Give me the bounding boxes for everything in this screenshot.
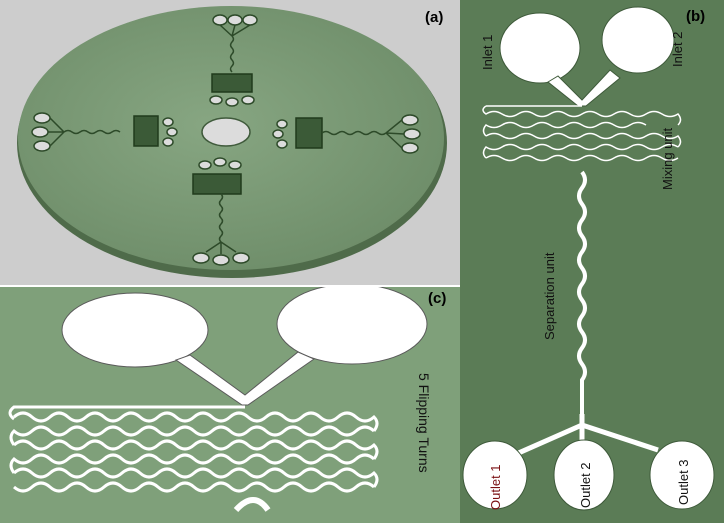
inlet-junction [174,351,316,406]
chip-layout-illustration [462,6,715,511]
inlet-2-label: Inlet 2 [670,31,685,67]
inlet-reservoir-right [276,287,428,365]
inlet-1-reservoir [499,12,581,84]
panel-a-label: (a) [425,9,444,26]
inlet-detail-illustration [8,287,428,513]
flipping-turns-caption: 5 Flipping Turns [416,373,432,473]
chip-inlets [499,6,675,107]
disc-center-hole [201,117,251,147]
inlet-reservoirs [61,287,428,406]
panel-a-disc-view: (a) [0,0,460,285]
inlet-1-label: Inlet 1 [480,34,495,70]
outlet-1-reservoir [462,440,528,510]
outlet-3-label: Outlet 3 [676,459,691,505]
chip-unit-bottom [192,157,250,266]
outlet-2-label: Outlet 2 [578,462,593,508]
separation-unit-label: Separation unit [542,252,557,340]
panel-b-label: (b) [686,8,706,25]
disc-illustration [17,6,447,278]
inlet-2-reservoir [601,6,675,74]
separation-unit-channel [577,170,587,414]
separation-channel-start [233,497,271,513]
inlet-reservoir-left [61,292,209,368]
chip-unit-top [209,14,258,107]
mixing-unit-channel [482,105,682,162]
panel-c-label: (c) [428,290,447,307]
outlet-3-reservoir [649,440,715,510]
serpentine-channels [8,405,379,493]
panel-b-chip-layout: (b) Inlet 1 Inlet 2 Mixing unit Separati… [460,0,724,523]
chip-unit-left [31,112,178,152]
outlet-2-reservoir [553,439,615,511]
chip-outlets [462,439,715,511]
chip-inlet-junction [547,69,621,107]
mixing-unit-label: Mixing unit [660,127,675,190]
chip-unit-right [272,114,421,154]
panel-c-inlet-detail: (c) 5 Flipping Turns [0,287,460,523]
outlet-1-label: Outlet 1 [488,464,503,510]
